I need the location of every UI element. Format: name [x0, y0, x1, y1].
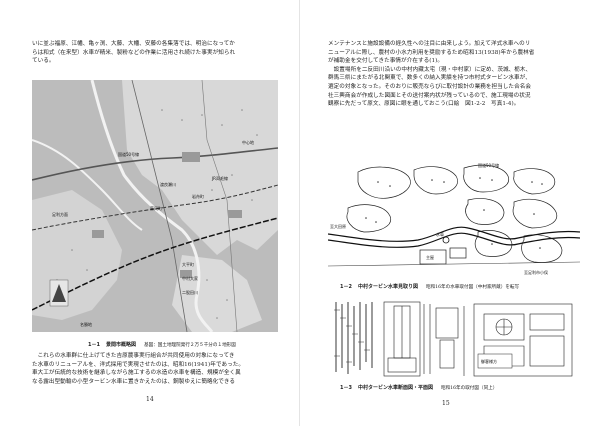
- right-page: メンテナンスと施設設備の経久性への注目に由来しよう。加えて洋式水車へのリ ニュー…: [300, 0, 600, 426]
- sketch-label-left: 至大田原: [330, 223, 346, 229]
- map-label-rail: JR両毛線: [211, 175, 228, 181]
- map-label-center: 中心地: [242, 139, 254, 145]
- left-bottom-paragraph: これらの水車群に仕上げてきた吉原農事実行組合が共同使用の対象になってき た水車の…: [32, 353, 245, 385]
- caption-source: 基図：国土地理院発行２万５千分の１地形図: [143, 343, 236, 348]
- right-page-number: 15: [442, 400, 450, 407]
- map-label-nakamura: 中村大家: [182, 275, 198, 281]
- map-label-road: 国道50号線: [118, 151, 139, 157]
- map-label-meisho: 名勝地: [80, 321, 92, 327]
- book-gutter: [299, 0, 300, 426]
- left-page: いに並ぶ福原、江幡、亀ヶ渕、大藤、大幡、安藤の各集落では、明治になってか らは和…: [32, 41, 278, 403]
- caption2-title: 中村タービン水車見取り図: [357, 284, 418, 290]
- left-top-paragraph: いに並ぶ福原、江幡、亀ヶ渕、大藤、大幡、安藤の各集落では、明治になってか らは和…: [32, 41, 236, 65]
- map-label-fujioka: 藤岡町: [150, 205, 162, 211]
- site-sketch-figure: 国道50号線 至大田原 水車 主屋 至足利市小俣: [327, 162, 581, 280]
- sketch-label-wheel: 水車: [436, 231, 444, 237]
- caption2-number: 1－2: [340, 284, 352, 290]
- sketch-label-north: 国道50号線: [478, 162, 499, 168]
- caption-title: 景間市概略図: [105, 342, 136, 348]
- caption-number: 1－1: [88, 342, 100, 348]
- sketch-caption: 1－2 中村タービン水車見取り図 昭和16年の水車取付図（中村家所蔵）を転写: [340, 284, 519, 291]
- map-label-ohira: 大平町: [182, 261, 194, 267]
- turbine-drawing-figure: 御客様方: [328, 296, 580, 382]
- turbine-drawing: 御客様方: [328, 296, 580, 382]
- map-caption: 1－1 景間市概略図 基図：国土地理院発行２万５千分の１地形図: [88, 342, 236, 349]
- drawing-caption: 1－3 中村タービン水車断面図・平面図 昭和16年の取付図（同上）: [340, 385, 497, 392]
- caption3-title: 中村タービン水車断面図・平面図: [357, 385, 433, 391]
- caption2-source: 昭和16年の水車取付図（中村家所蔵）を転写: [425, 285, 520, 290]
- left-page-number: 14: [146, 396, 154, 403]
- drawing-label: 御客様方: [481, 358, 497, 364]
- site-sketch: 国道50号線 至大田原 水車 主屋 至足利市小俣: [327, 162, 581, 280]
- sketch-label-house: 主屋: [426, 254, 434, 260]
- map-label-town: 岩舟町: [192, 193, 204, 199]
- map-label-river: 渡良瀬川: [160, 181, 176, 187]
- caption3-source: 昭和16年の取付図（同上）: [440, 386, 498, 391]
- sketch-label-right: 至足利市小俣: [524, 269, 548, 275]
- map-label-futamata: 二股田川: [182, 290, 198, 295]
- map-label-ashikaga: 足利方面: [52, 211, 68, 217]
- right-top-paragraph: メンテナンスと施設設備の経久性への注目に由来しよう。加えて洋式水車へのリ ニュー…: [328, 41, 535, 108]
- map-graphic: 国道50号線 中心地 JR両毛線 岩舟町 足利方面 渡良瀬川 藤岡町 大平町 中…: [32, 80, 278, 332]
- caption3-number: 1－3: [340, 385, 352, 391]
- city-overview-map: 国道50号線 中心地 JR両毛線 岩舟町 足利方面 渡良瀬川 藤岡町 大平町 中…: [32, 80, 278, 332]
